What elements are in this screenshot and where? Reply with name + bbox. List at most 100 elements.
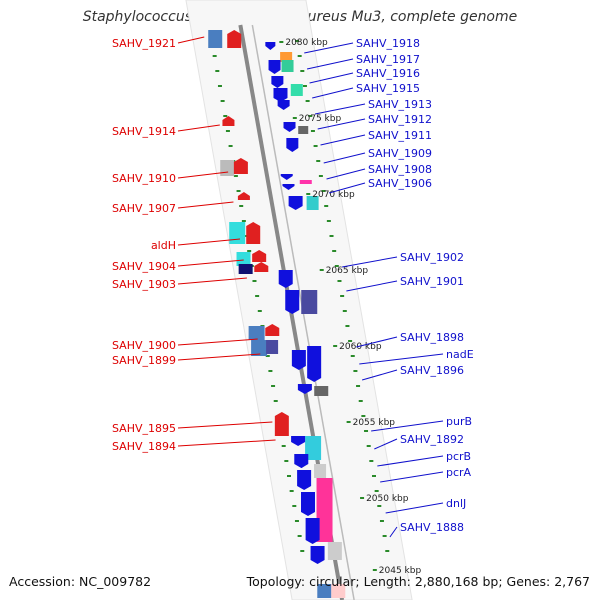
gene-arrow-forward (291, 436, 306, 446)
strand-dot-right (297, 55, 302, 57)
callout-line (177, 421, 273, 429)
strand-dot-right (374, 490, 379, 492)
gene-box (251, 340, 268, 356)
gene-label-sahv_1894: SAHV_1894 (112, 440, 176, 453)
callout-line (326, 168, 366, 180)
callout-line (317, 118, 366, 130)
scale-tick (360, 497, 365, 499)
gene-box (236, 252, 251, 266)
gene-arrow-reverse (254, 262, 269, 272)
gene-arrow-forward (297, 384, 312, 394)
gene-label-sahv_1918: SAHV_1918 (356, 37, 420, 50)
callout-line (177, 338, 258, 346)
gene-arrow-forward (273, 88, 288, 102)
strand-dot-left (294, 520, 299, 522)
strand-dot-right (329, 235, 334, 237)
gene-arrow-forward (301, 492, 316, 516)
scale-tick (333, 345, 338, 347)
strand-dot-right (342, 310, 347, 312)
gene-arrow-forward (277, 100, 290, 110)
callout-line (306, 58, 354, 70)
strand-dot-right (313, 145, 318, 147)
scale-label: 2070 kbp (312, 190, 355, 200)
callout-line (371, 420, 444, 432)
scale-label: 2050 kbp (366, 494, 409, 504)
gene-arrow-reverse (274, 412, 289, 436)
gene-label-sahv_1895: SAHV_1895 (112, 422, 176, 435)
callout-line (177, 124, 220, 132)
gene-label-purb: purB (446, 415, 472, 428)
strand-dot-left (292, 505, 297, 507)
gene-box (331, 584, 346, 598)
gene-arrow-forward (291, 350, 306, 370)
gene-box (208, 30, 223, 48)
gene-box (299, 180, 312, 184)
gene-box (314, 386, 329, 396)
gene-arrow-forward (278, 270, 293, 288)
gene-label-sahv_1888: SAHV_1888 (400, 521, 464, 534)
gene-arrow-reverse (233, 158, 248, 174)
gene-arrow-forward (271, 76, 284, 88)
strand-dot-right (324, 205, 329, 207)
strand-dot-right (369, 460, 374, 462)
strand-dot-left (284, 460, 289, 462)
strand-dot-right (310, 130, 315, 132)
strand-dot-left (236, 190, 241, 192)
scale-tick (372, 569, 377, 571)
strand-dot-right (321, 190, 326, 192)
gene-label-sahv_1892: SAHV_1892 (400, 433, 464, 446)
callout-line (177, 171, 229, 179)
strand-dot-right (337, 280, 342, 282)
gene-box (266, 340, 279, 354)
gene-arrow-reverse (252, 250, 267, 262)
strand-dot-left (241, 220, 246, 222)
strand-dot-right (353, 370, 358, 372)
gene-box (306, 196, 319, 210)
strand-dot-left (271, 385, 276, 387)
strand-dot-left (252, 280, 257, 282)
callout-line (304, 42, 354, 54)
gene-label-pcrb: pcrB (446, 450, 471, 463)
callout-line (177, 259, 244, 267)
strand-dot-left (289, 490, 294, 492)
callout-line (177, 277, 247, 285)
strand-dot-right (316, 160, 321, 162)
gene-label-sahv_1910: SAHV_1910 (112, 172, 176, 185)
callout-line (314, 103, 366, 115)
gene-label-sahv_1899: SAHV_1899 (112, 354, 176, 367)
strand-dot-right (305, 100, 310, 102)
strand-dot-right (302, 85, 307, 87)
strand-dot-left (247, 250, 252, 252)
gene-label-sahv_1909: SAHV_1909 (368, 147, 432, 160)
strand-dot-left (281, 445, 286, 447)
gene-arrow-forward (280, 174, 293, 180)
gene-label-sahv_1915: SAHV_1915 (356, 82, 420, 95)
scale-label: 2080 kbp (285, 38, 328, 48)
strand-dot-right (295, 40, 299, 42)
strand-dot-right (308, 115, 313, 117)
gene-arrow-forward (305, 518, 320, 544)
gene-label-sahv_1902: SAHV_1902 (400, 251, 464, 264)
strand-dot-right (377, 505, 382, 507)
gene-arrow-reverse (265, 324, 280, 336)
gene-label-sahv_1906: SAHV_1906 (368, 177, 432, 190)
gene-label-sahv_1917: SAHV_1917 (356, 53, 420, 66)
callout-line (385, 502, 444, 514)
gene-box (298, 126, 309, 134)
strand-dot-right (348, 340, 353, 342)
gene-label-sahv_1916: SAHV_1916 (356, 67, 420, 80)
scale-tick (306, 193, 311, 195)
gene-label-sahv_1907: SAHV_1907 (112, 202, 176, 215)
strand-dot-left (233, 175, 238, 177)
scale-label: 2065 kbp (326, 266, 369, 276)
scale-tick (346, 421, 351, 423)
strand-dot-left (228, 145, 233, 147)
callout-line (377, 455, 444, 467)
gene-label-sahv_1904: SAHV_1904 (112, 260, 176, 273)
gene-arrow-reverse (227, 30, 242, 48)
gene-arrow-reverse (222, 116, 235, 126)
callout-line (177, 36, 205, 44)
callout-line (177, 238, 241, 246)
strand-dot-left (273, 400, 278, 402)
